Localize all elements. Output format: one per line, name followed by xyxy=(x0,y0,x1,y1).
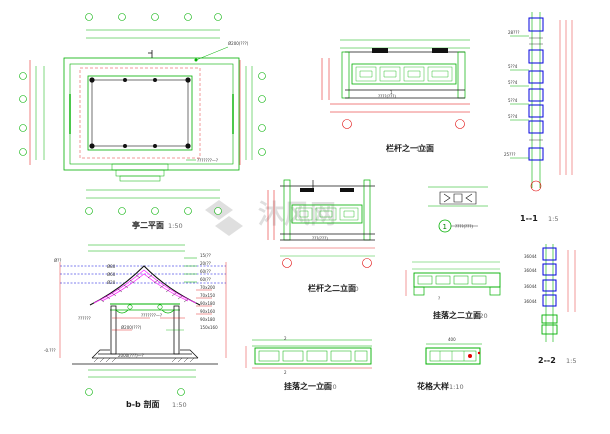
detail-2-2: 36044 36044 36044 36044 2--2 1:5 xyxy=(524,244,576,365)
svg-text:36044: 36044 xyxy=(524,254,537,259)
plan-view: Ø200(???) ???????—? 亭二平面 1:50 xyxy=(19,13,266,230)
detail-22-scale: 1:5 xyxy=(566,357,576,365)
bench-mid-scale: 1:20 xyxy=(473,312,488,320)
section-b-b: ?????? Ø200(???) ???????—? 2000(???)—? 1… xyxy=(44,244,227,409)
svg-text:?: ? xyxy=(438,296,440,301)
bench-low-title: 挂落之一立面 xyxy=(284,381,332,391)
svg-text:????(???): ????(???) xyxy=(455,224,473,229)
svg-text:150x160: 150x160 xyxy=(200,325,218,330)
svg-text:90x180: 90x180 xyxy=(200,301,216,306)
svg-text:28???: 28??? xyxy=(508,30,519,35)
detail-11-scale: 1:5 xyxy=(548,215,558,223)
svg-text:60(??: 60(?? xyxy=(200,277,211,282)
svg-text:60(??: 60(?? xyxy=(200,269,211,274)
svg-text:2: 2 xyxy=(284,370,287,375)
bench-low-scale: 1:20 xyxy=(322,383,337,391)
circle-detail-label: 1 xyxy=(443,223,447,231)
svg-text:36044: 36044 xyxy=(524,284,537,289)
svg-text:5??4: 5??4 xyxy=(508,64,518,69)
svg-text:70x200: 70x200 xyxy=(200,285,216,290)
svg-text:-0.???: -0.??? xyxy=(44,348,56,353)
railing-two-elevation: ???(???) 栏杆之二立面 1:20 xyxy=(267,179,375,293)
svg-text:Ø200(???): Ø200(???) xyxy=(228,41,249,46)
svg-text:25???: 25??? xyxy=(504,152,515,157)
plan-grid-bubbles-bottom xyxy=(85,207,222,215)
svg-text:??????: ?????? xyxy=(78,316,91,321)
plan-grid-bubbles-left xyxy=(19,72,27,156)
railing-mid-scale: 1:20 xyxy=(344,285,359,293)
railing-one-elevation: ????(???) 1 栏杆之一立面 1:20 xyxy=(321,39,470,153)
svg-text:Ø80: Ø80 xyxy=(107,264,116,269)
svg-text:Ø20: Ø20 xyxy=(107,280,116,285)
section-bb-title: b-b 剖面 xyxy=(126,399,160,409)
flower-window-scale: 1:10 xyxy=(449,383,464,391)
svg-text:???????—?: ???????—? xyxy=(141,313,162,318)
svg-text:15(??: 15(?? xyxy=(200,253,211,258)
railing-mid-title: 栏杆之二立面 xyxy=(308,283,356,293)
svg-text:5??4: 5??4 xyxy=(508,114,518,119)
bench-two-elevation: ? 挂落之二立面 1:20 xyxy=(405,261,501,320)
flower-window-title: 花格大样 xyxy=(417,381,449,391)
watermark-text: 沐风网 xyxy=(258,200,336,230)
svg-text:2: 2 xyxy=(284,336,287,341)
detail-1-1: 28??? 5??4 5??4 5??4 5??4 25??? 1--1 1:5 xyxy=(504,12,573,223)
svg-text:5??4: 5??4 xyxy=(508,98,518,103)
svg-text:90x160: 90x160 xyxy=(200,309,216,314)
flower-window-detail: 400 花格大样 1:10 xyxy=(417,337,482,391)
plan-grid-bubbles-top xyxy=(85,13,222,21)
bench-one-elevation: 2 2 挂落之一立面 1:20 xyxy=(245,336,372,391)
plan-grid-bubbles-right xyxy=(258,72,266,156)
detail-11-title: 1--1 xyxy=(520,214,538,223)
svg-text:5??4: 5??4 xyxy=(508,80,518,85)
plan-title: 亭二平面 xyxy=(132,220,164,230)
svg-text:36044: 36044 xyxy=(524,268,537,273)
svg-text:Ø200(???): Ø200(???) xyxy=(121,325,142,330)
bench-mid-title: 挂落之二立面 xyxy=(433,310,481,320)
plan-columns xyxy=(89,77,191,149)
svg-text:2000(???)—?: 2000(???)—? xyxy=(118,353,144,358)
detail-22-title: 2--2 xyxy=(538,356,556,365)
svg-text:Ø??: Ø?? xyxy=(54,258,61,263)
svg-text:????(???): ????(???) xyxy=(378,94,396,99)
svg-text:1: 1 xyxy=(390,90,393,95)
plan-scale: 1:50 xyxy=(168,222,183,230)
svg-text:70x150: 70x150 xyxy=(200,293,216,298)
ornament-detail: 1 ????(???) xyxy=(428,186,488,233)
svg-text:20(??: 20(?? xyxy=(200,261,211,266)
svg-text:36044: 36044 xyxy=(524,299,537,304)
svg-text:???????—?: ???????—? xyxy=(197,158,218,163)
svg-text:???(???): ???(???) xyxy=(312,236,328,241)
svg-text:90x180: 90x180 xyxy=(200,317,216,322)
svg-text:400: 400 xyxy=(448,337,456,342)
railing-top-title: 栏杆之一立面 xyxy=(386,143,434,153)
section-bb-scale: 1:50 xyxy=(172,401,187,409)
svg-text:Ø60: Ø60 xyxy=(107,272,116,277)
railing-top-scale: 1:20 xyxy=(416,145,431,153)
